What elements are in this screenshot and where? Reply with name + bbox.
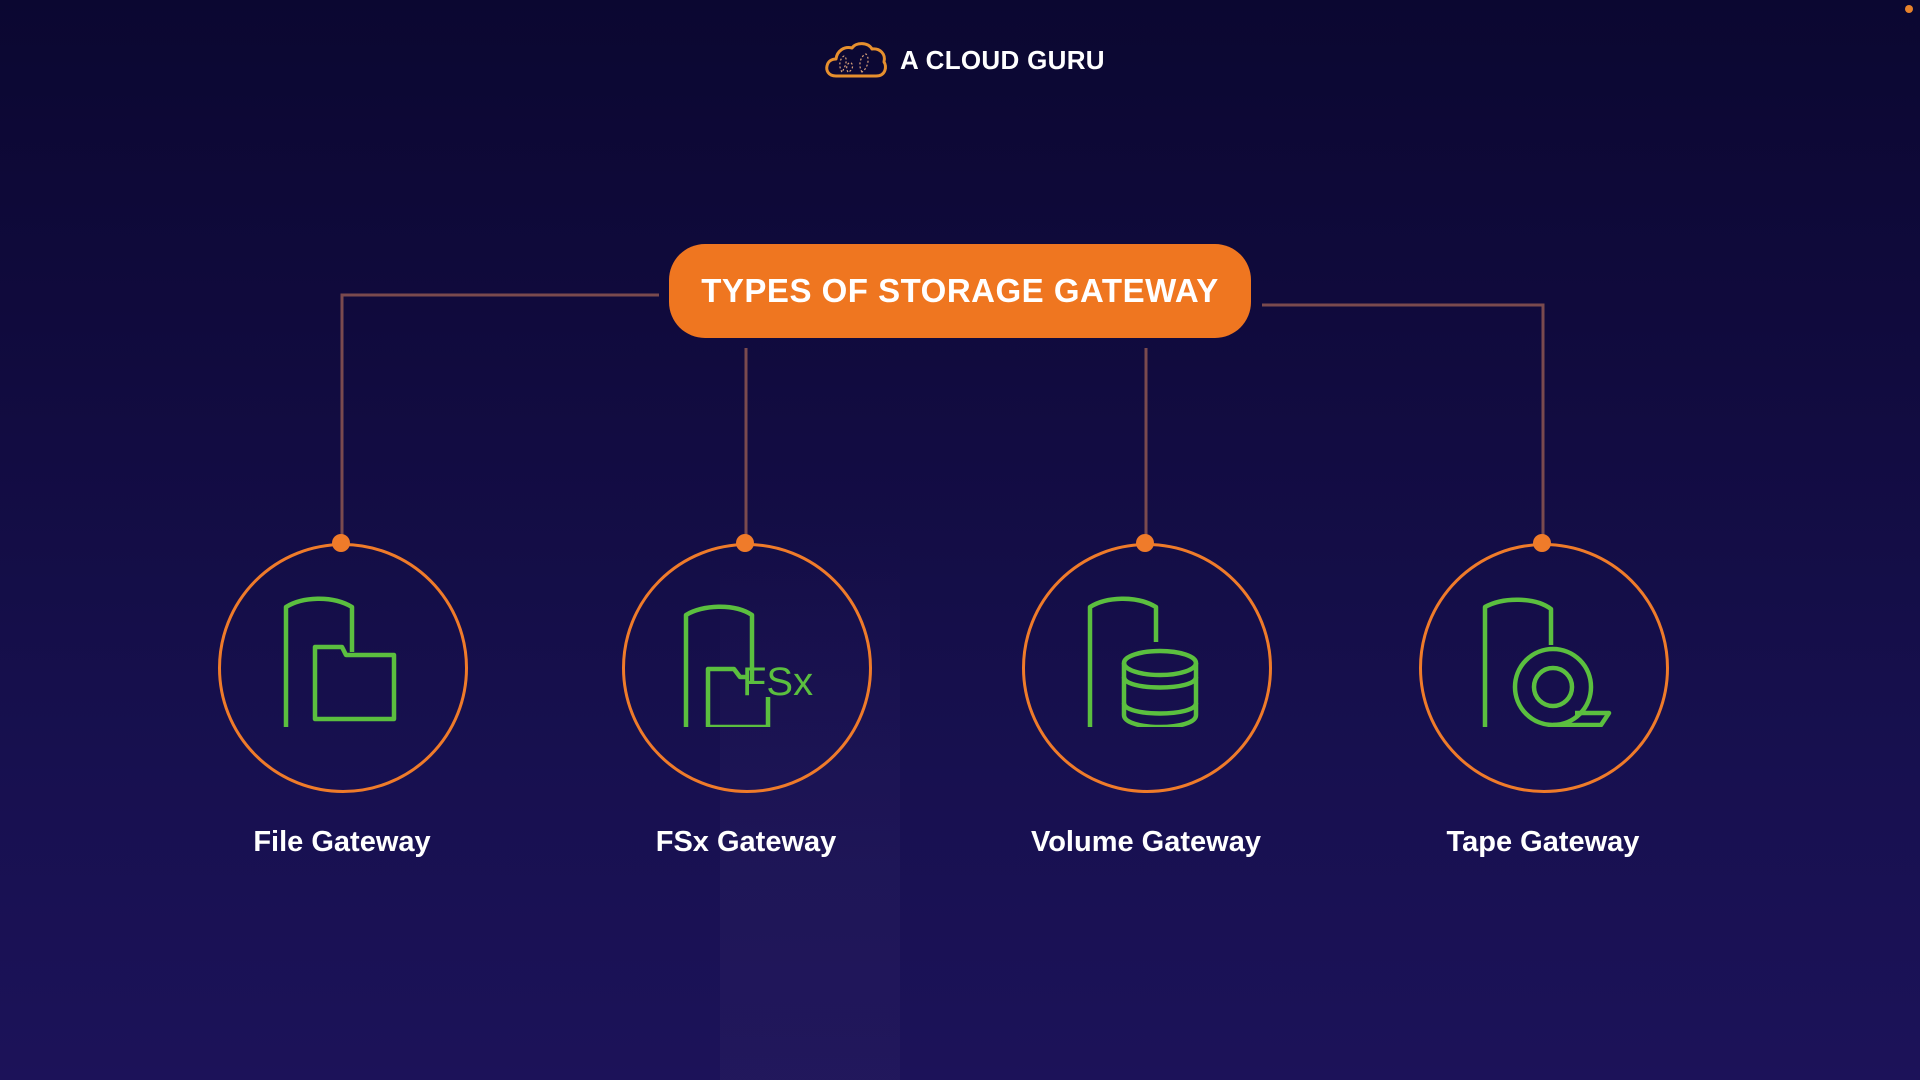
- fsx-gateway-icon: FSx: [683, 604, 813, 727]
- brand-logo: A CLOUD GURU: [824, 38, 1105, 82]
- node-anchor-dot: [736, 534, 754, 552]
- node-anchor-dot: [332, 534, 350, 552]
- node-label: FSx Gateway: [655, 826, 837, 858]
- node-fsx-gateway: FSx: [622, 534, 872, 793]
- fsx-icon-text: FSx: [742, 660, 813, 704]
- status-dot: [1905, 5, 1913, 13]
- node-volume-gateway: [1022, 534, 1272, 793]
- node-label: Volume Gateway: [1031, 826, 1261, 858]
- node-label: File Gateway: [253, 826, 431, 858]
- tape-gateway-icon: [1482, 597, 1612, 727]
- node-file-gateway: [218, 534, 468, 793]
- brand-name: A CLOUD GURU: [900, 44, 1105, 75]
- diagram-title: TYPES OF STORAGE GATEWAY: [669, 244, 1251, 338]
- connector-file: [340, 293, 659, 540]
- node-label: Tape Gateway: [1446, 826, 1640, 858]
- node-anchor-dot: [1533, 534, 1551, 552]
- node-tape-gateway: [1419, 534, 1669, 793]
- connector-tape: [1262, 303, 1545, 540]
- file-gateway-icon: [283, 596, 397, 727]
- cloud-icon: [825, 42, 887, 78]
- node-anchor-dot: [1136, 534, 1154, 552]
- volume-gateway-icon: [1087, 596, 1199, 727]
